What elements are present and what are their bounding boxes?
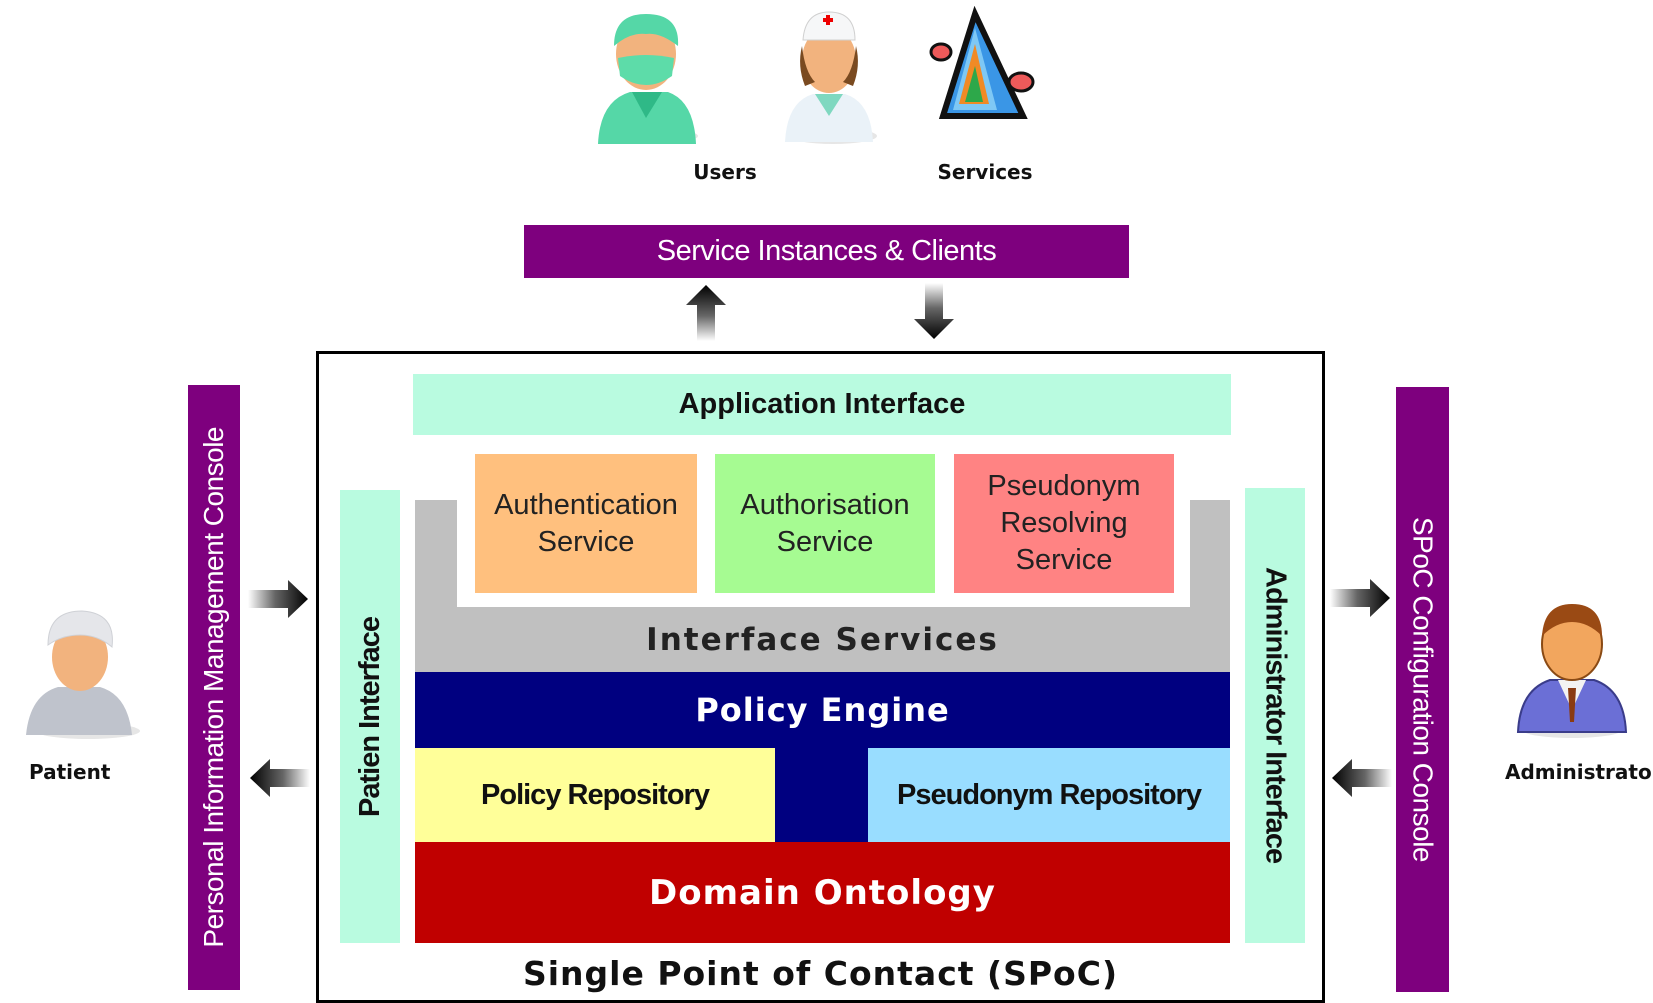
arrow-right-icon	[1330, 577, 1392, 619]
nurse-icon	[775, 6, 880, 146]
service-prism-icon	[925, 6, 1035, 134]
interface-services: Interface Services	[415, 607, 1230, 672]
authentication-service: Authentication Service	[475, 454, 697, 593]
application-interface: Application Interface	[413, 374, 1231, 435]
right-console-label: SPoC Configuration Console	[1407, 517, 1439, 862]
policy-engine: Policy Engine	[415, 672, 1230, 748]
authorisation-service-line1: Authorisation	[740, 488, 910, 521]
administrator-interface-label: Administrator Interface	[1259, 567, 1292, 864]
pseudonym-service-line3: Service	[1015, 544, 1113, 576]
arrow-left-icon	[1330, 757, 1392, 799]
services-label: Services	[937, 160, 1033, 184]
pseudonym-service-line2: Resolving	[1000, 507, 1128, 539]
patient-interface-label: Patien Interface	[353, 616, 386, 817]
arrow-left-icon	[248, 757, 310, 799]
authorisation-service-line2: Service	[776, 525, 874, 558]
personal-information-management-console: Personal Information Management Console	[188, 385, 240, 990]
pseudonym-service-line1: Pseudonym	[987, 470, 1141, 502]
patient-interface: Patien Interface	[340, 490, 400, 943]
authentication-service-line2: Service	[537, 525, 635, 558]
patient-icon	[18, 605, 143, 740]
surgeon-icon	[590, 6, 700, 146]
pseudonym-repository: Pseudonym Repository	[868, 748, 1230, 842]
policy-engine-stem	[775, 748, 868, 842]
spoc-title: Single Point of Contact (SPoC)	[522, 953, 1119, 993]
spoc-configuration-console: SPoC Configuration Console	[1396, 387, 1449, 992]
arrow-down-icon	[912, 283, 956, 341]
pseudonym-resolving-service: Pseudonym Resolving Service	[954, 454, 1174, 593]
policy-repository: Policy Repository	[415, 748, 775, 842]
arrow-right-icon	[248, 578, 310, 620]
users-label: Users	[693, 160, 757, 184]
authentication-service-line1: Authentication	[494, 488, 678, 521]
authorisation-service: Authorisation Service	[715, 454, 935, 593]
arrow-up-icon	[684, 283, 728, 341]
administrator-interface: Administrator Interface	[1245, 488, 1305, 943]
administrator-label: Administrator	[1505, 760, 1653, 784]
domain-ontology: Domain Ontology	[415, 842, 1230, 943]
service-instances-bar: Service Instances & Clients	[524, 225, 1129, 278]
administrator-icon	[1510, 592, 1635, 740]
patient-label: Patient	[29, 760, 111, 784]
left-console-label: Personal Information Management Console	[198, 427, 229, 948]
